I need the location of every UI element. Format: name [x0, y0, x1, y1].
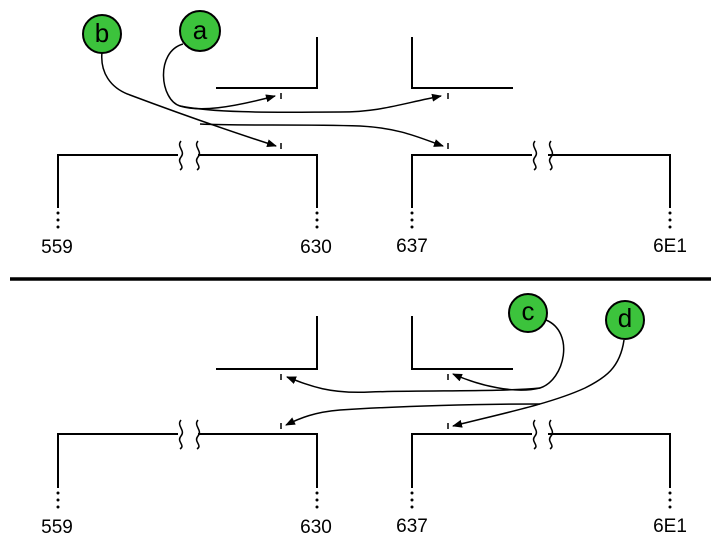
bottom-upper-right-bracket: [411, 316, 513, 370]
bottom-label-6E1: 6E1: [653, 516, 687, 537]
arrow-a-to-upper-left: [162, 43, 276, 110]
top-lower-left-bracket: [57, 154, 318, 208]
bottom-label-559: 559: [41, 517, 73, 538]
top-label-6E1: 6E1: [653, 236, 687, 257]
bottom-dotted-continuations: [56, 491, 672, 509]
bottom-label-637: 637: [396, 516, 428, 537]
node-a: a: [179, 10, 221, 52]
bottom-left-break-mark: [178, 419, 201, 450]
bottom-panel: 559 630 637 6E1 c d: [41, 293, 687, 538]
top-dotted-continuations: [56, 211, 672, 229]
top-label-559: 559: [41, 237, 73, 258]
arrow-d-to-lower-left: [285, 403, 541, 426]
top-upper-right-bracket: [411, 37, 513, 89]
top-left-break-mark: [178, 140, 201, 171]
top-lower-right-bracket: [411, 154, 671, 208]
top-panel: 559 630 637 6E1 b a: [41, 10, 687, 258]
node-c-label: c: [522, 296, 535, 326]
arrow-c-to-upper-left: [286, 376, 541, 394]
arrow-a-to-upper-right: [179, 93, 442, 113]
top-right-break-mark: [532, 140, 554, 171]
bottom-right-break-mark: [532, 419, 554, 450]
arrow-d-to-lower-right: [452, 339, 625, 428]
bottom-lower-right-bracket: [411, 433, 671, 488]
node-a-label: a: [193, 15, 208, 45]
node-b: b: [82, 14, 122, 54]
arrow-b-to-lower-left: [101, 51, 277, 148]
bottom-lower-left-bracket: [57, 433, 318, 488]
node-b-label: b: [95, 18, 109, 48]
bottom-upper-left-bracket: [216, 316, 318, 370]
top-label-637: 637: [396, 236, 428, 257]
node-d-label: d: [618, 303, 632, 333]
arrow-b-to-lower-right: [199, 123, 444, 147]
node-c: c: [508, 293, 548, 333]
top-upper-left-bracket: [216, 37, 318, 89]
arrow-c-to-upper-right: [452, 319, 565, 391]
bottom-label-630: 630: [300, 517, 332, 538]
node-d: d: [605, 300, 645, 340]
top-label-630: 630: [300, 237, 332, 258]
